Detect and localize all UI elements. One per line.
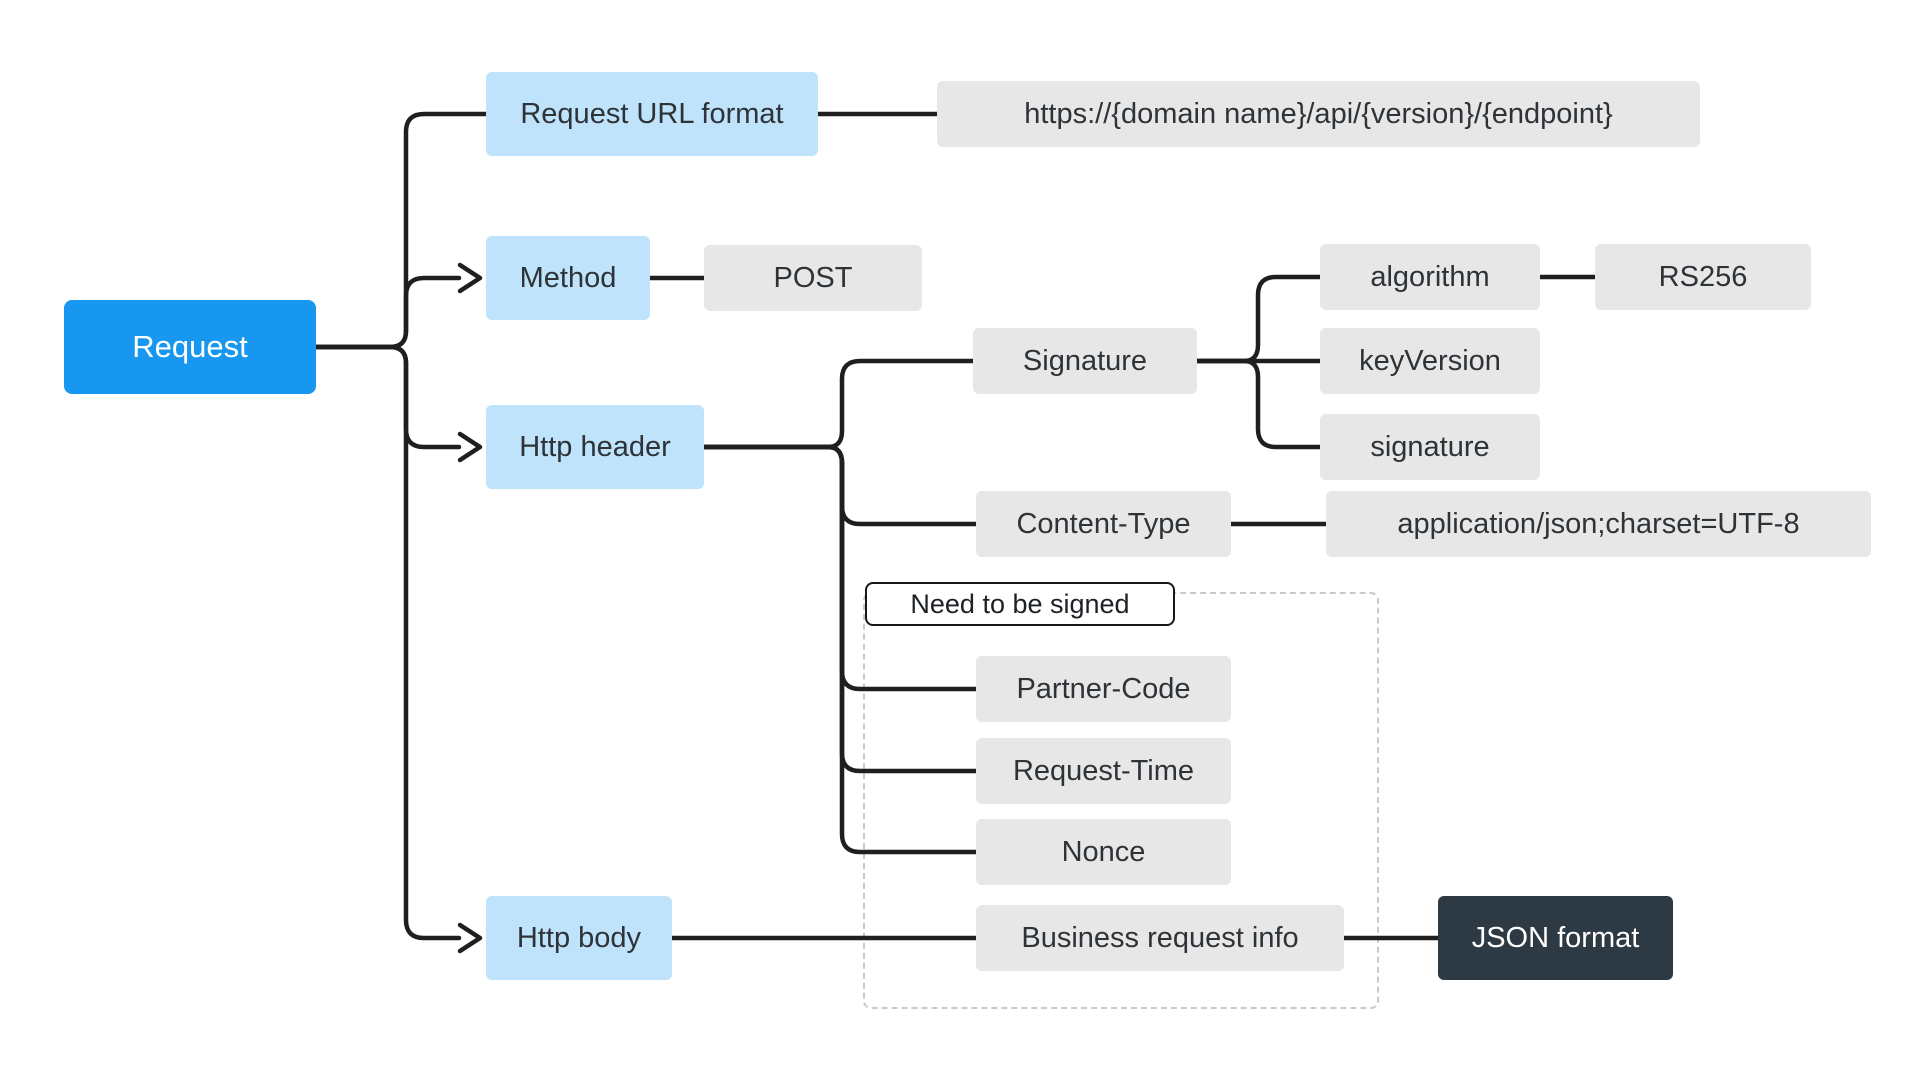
node-request-url-format: Request URL format [486,72,818,156]
node-content-type: Content-Type [976,491,1231,557]
connector-http-header-to-nonce [701,444,979,855]
node-request: Request [64,300,316,394]
node-rs256: RS256 [1595,244,1811,310]
connector-request-to-method [313,275,462,350]
node-partner-code: Partner-Code [976,656,1231,722]
node-http-header: Http header [486,405,704,489]
node-post: POST [704,245,922,311]
node-business-request-info: Business request info [976,905,1344,971]
node-json-format: JSON format [1438,896,1673,980]
node-content-type-value: application/json;charset=UTF-8 [1326,491,1871,557]
arrowhead-icon [457,262,483,294]
node-method: Method [486,236,650,320]
node-signature-value: signature [1320,414,1540,480]
node-request-time: Request-Time [976,738,1231,804]
connector-request-to-http-header [313,344,462,450]
node-keyversion: keyVersion [1320,328,1540,394]
arrowhead-icon [457,922,483,954]
node-url-value: https://{domain name}/api/{version}/{end… [937,81,1700,147]
connector-request-to-request-url-format [313,111,489,350]
arrowhead-icon [457,431,483,463]
node-algorithm: algorithm [1320,244,1540,310]
node-nonce: Nonce [976,819,1231,885]
connector-signature-to-algorithm [1194,274,1323,364]
connector-http-header-to-signature [701,358,976,450]
node-signature-group: Signature [973,328,1197,394]
connector-signature-to-signature-value [1194,358,1323,450]
node-http-body: Http body [486,896,672,980]
need-to-be-signed-label: Need to be signed [865,582,1175,626]
connector-request-to-http-body [313,344,462,941]
